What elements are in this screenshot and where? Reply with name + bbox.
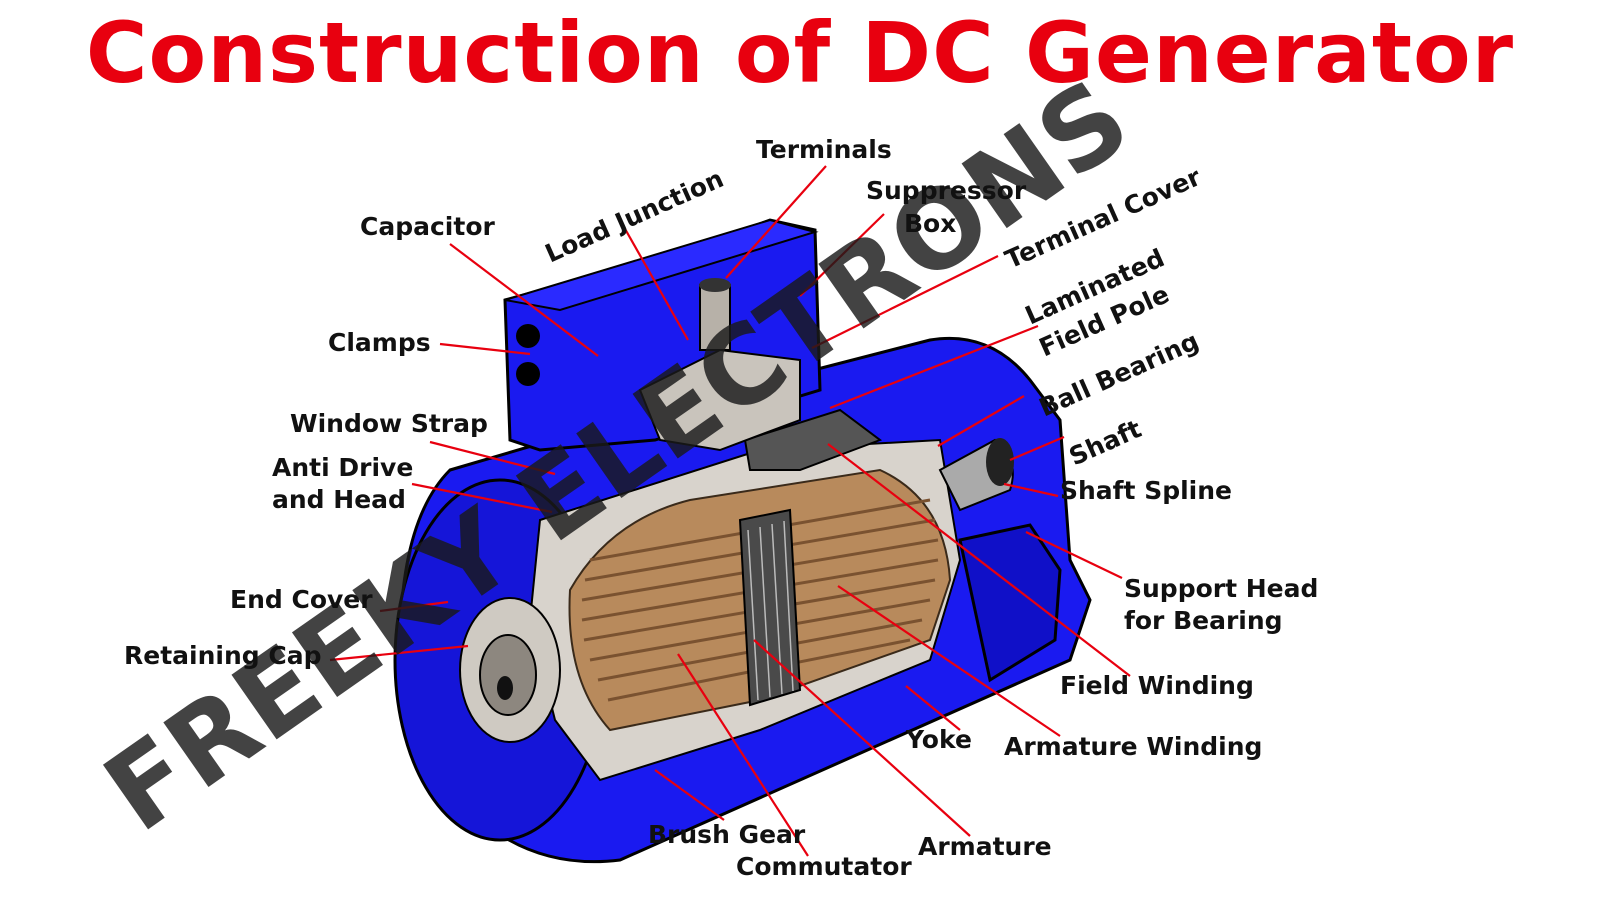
label-shaft-spline: Shaft Spline <box>1060 476 1232 505</box>
label-armature: Armature <box>918 832 1052 861</box>
label-end-cover: End Cover <box>230 585 373 614</box>
label-suppressor-box-line2: Box <box>904 209 957 238</box>
label-suppressor-box-line1: Suppressor <box>866 176 1027 205</box>
label-field-winding: Field Winding <box>1060 671 1254 700</box>
label-capacitor: Capacitor <box>360 212 495 241</box>
page-title: Construction of DC Generator <box>85 4 1515 102</box>
label-anti-drive-line1: Anti Drive <box>272 453 414 482</box>
terminal-box-top <box>504 218 819 312</box>
box-hole <box>516 362 540 386</box>
label-clamps: Clamps <box>328 328 431 357</box>
label-yoke: Yoke <box>906 725 972 754</box>
terminal-post <box>699 284 731 351</box>
leader-lines <box>329 165 1131 857</box>
box-hole <box>516 324 540 348</box>
label-support-head-line2: for Bearing <box>1124 606 1283 635</box>
label-window-strap: Window Strap <box>290 409 488 438</box>
commutator-bars <box>747 520 794 701</box>
label-anti-drive-line2: and Head <box>272 485 406 514</box>
label-retaining-cap: Retaining Cap <box>124 641 322 670</box>
laminated-field-pole-block <box>743 408 883 471</box>
label-brush-gear: Brush Gear <box>648 820 806 849</box>
label-commutator: Commutator <box>736 852 912 881</box>
label-terminals: Terminals <box>756 135 892 164</box>
internal-cutaway <box>459 278 1014 782</box>
label-support-head-line1: Support Head <box>1124 574 1319 603</box>
label-armature-winding: Armature Winding <box>1004 732 1263 761</box>
